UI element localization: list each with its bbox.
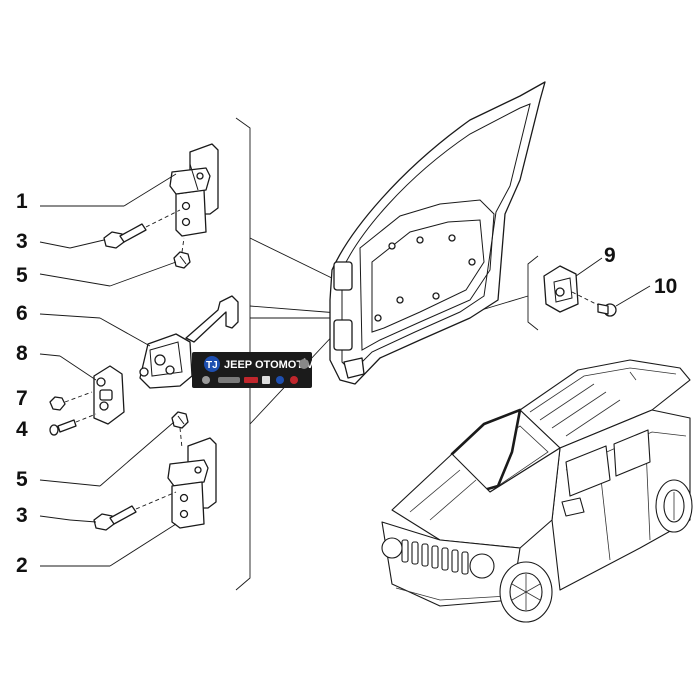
brand-emblem [244, 377, 258, 383]
upper-bolt [103, 209, 181, 249]
brand-emblem [218, 377, 240, 383]
check-strap-gasket [93, 365, 125, 425]
brand-emblem [299, 359, 309, 369]
group-bracket-right [527, 255, 539, 331]
leader-3b [39, 515, 71, 521]
leader-5a [39, 273, 111, 287]
callout-9: 9 [604, 244, 616, 267]
monogram-badge [204, 356, 220, 372]
watermark-monogram: TJ [206, 360, 218, 371]
callout-1: 1 [16, 190, 28, 213]
leader-3a [39, 241, 71, 249]
front-grille [401, 539, 469, 575]
headlight-left [381, 537, 403, 559]
small-nut [49, 391, 93, 411]
lower-bolt [93, 491, 177, 531]
brand-emblem [276, 376, 284, 384]
striker-bolt [597, 303, 617, 317]
watermark-badge: TJ JEEP OTOMOTİV [192, 352, 314, 388]
upper-hinge [169, 143, 219, 237]
leader-8 [59, 355, 97, 381]
callout-3: 3 [16, 504, 28, 527]
callout-6: 6 [16, 302, 28, 325]
leader-2 [109, 523, 177, 567]
bracket-leader [249, 305, 339, 314]
door-check-strap [139, 295, 239, 389]
front-door [329, 81, 546, 385]
callout-4: 4 [16, 418, 28, 441]
callout-3: 3 [16, 230, 28, 253]
leader-3b [69, 519, 97, 523]
upper-nut [173, 237, 191, 269]
rear-wheel [655, 479, 693, 533]
callout-5: 5 [16, 468, 28, 491]
leader-6 [39, 313, 101, 319]
lower-hinge [167, 437, 217, 529]
brand-emblem [202, 376, 210, 384]
car-illustration [381, 359, 693, 623]
leader-10 [615, 285, 651, 307]
callout-5: 5 [16, 264, 28, 287]
callout-2: 2 [16, 554, 28, 577]
watermark-brand: JEEP OTOMOTİV [224, 358, 314, 371]
leader-8 [39, 353, 61, 357]
striker-plate [543, 265, 601, 313]
callout-7: 7 [16, 387, 28, 410]
leader-6 [99, 317, 151, 347]
leader-5b [39, 479, 101, 487]
headlight-right [469, 553, 495, 579]
leader-5a [109, 261, 177, 287]
leader-1 [123, 173, 177, 207]
bracket-leader [249, 237, 341, 283]
brand-emblem [262, 376, 270, 384]
brand-emblem [290, 376, 298, 384]
leader-9 [575, 257, 603, 277]
callout-8: 8 [16, 342, 28, 365]
lower-nut [171, 411, 189, 449]
leader-5b [99, 421, 175, 487]
small-screw [49, 413, 97, 436]
front-wheel [499, 561, 553, 623]
callout-10: 10 [654, 275, 677, 298]
leader-3a [69, 239, 105, 249]
